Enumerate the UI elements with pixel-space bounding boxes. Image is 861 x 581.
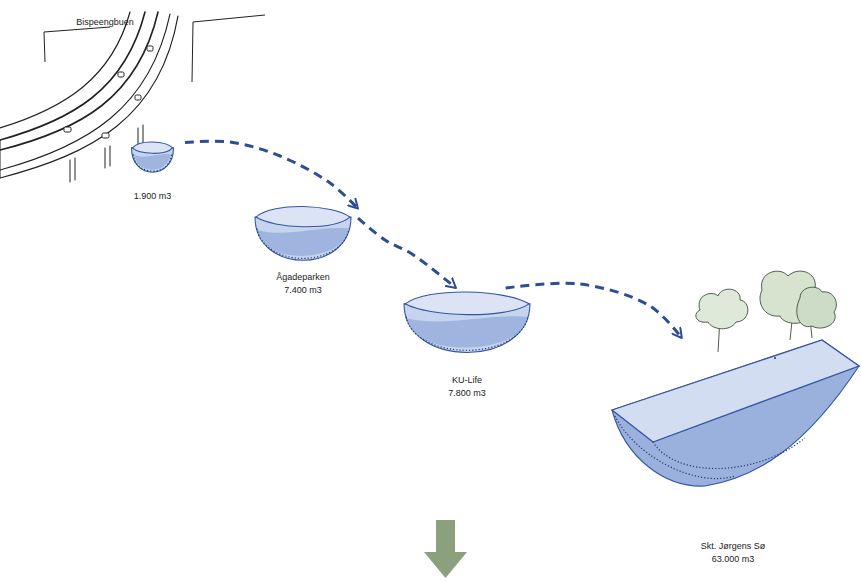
basin-water [135, 154, 171, 170]
lake-dot [774, 357, 776, 359]
lake-dotted-line [615, 416, 805, 479]
road-name: Bispeengbuen [60, 16, 150, 28]
lake-body [612, 340, 859, 486]
tree-drawing [696, 271, 837, 352]
spacer [605, 488, 861, 540]
down-arrow [424, 520, 467, 578]
basin-dotted-line [406, 317, 528, 350]
car-symbols [64, 46, 153, 138]
basin-node: KU-Life7.800 m3 [398, 288, 536, 400]
basin-shape [255, 206, 351, 260]
spacer [398, 360, 536, 374]
basin-rim [133, 142, 173, 153]
basin-name: Ågadeparken [248, 271, 358, 284]
basin-dotted-line [134, 154, 172, 171]
spacer [248, 267, 358, 271]
basin-water [258, 228, 348, 256]
volume-label: 7.400 m3 [248, 284, 358, 297]
basin-rim [405, 292, 529, 315]
flow-connector [506, 283, 682, 338]
spacer [120, 176, 185, 190]
volume-label: 63.000 m3 [605, 553, 861, 566]
flow-connector [358, 218, 456, 288]
basin-name: Skt. Jørgens Sø [605, 540, 861, 553]
basin-name: KU-Life [398, 374, 536, 387]
basin-outline [248, 203, 358, 267]
highway-drawing [0, 12, 178, 182]
basin-node: Skt. Jørgens Sø63.000 m3 [605, 338, 861, 566]
basin-shape [132, 142, 174, 172]
basin-outline [120, 140, 185, 176]
basin-water [407, 316, 527, 347]
basin-rim [256, 206, 350, 226]
basin-outline [398, 288, 536, 360]
lake-surface [612, 340, 859, 442]
basin-node: Ågadeparken7.400 m3 [248, 203, 358, 297]
flow-connector [185, 141, 358, 208]
basin-dotted-line [257, 229, 349, 259]
volume-label: 7.800 m3 [398, 387, 536, 400]
lake-outline [605, 338, 861, 488]
volume-label: 1.900 m3 [120, 190, 185, 203]
basin-shape [404, 292, 530, 353]
basin-node: 1.900 m3 [120, 140, 185, 203]
lake-shape [612, 340, 859, 486]
